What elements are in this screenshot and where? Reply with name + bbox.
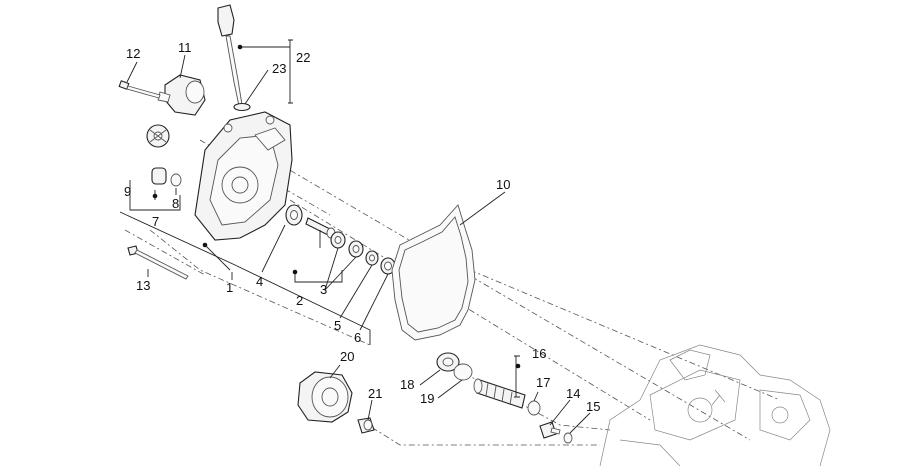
label-18: 18 xyxy=(400,377,414,392)
label-13: 13 xyxy=(136,278,150,293)
label-14: 14 xyxy=(566,386,580,401)
label-23: 23 xyxy=(272,61,286,76)
dipstick xyxy=(217,4,251,112)
oil-filter xyxy=(297,371,353,423)
label-10: 10 xyxy=(496,177,510,192)
label-11: 11 xyxy=(178,40,192,55)
bushing xyxy=(151,167,182,187)
bearing-4 xyxy=(285,204,303,226)
label-3: 3 xyxy=(320,282,327,297)
long-bolt xyxy=(127,245,189,280)
gasket xyxy=(391,204,476,341)
label-17: 17 xyxy=(536,375,550,390)
filter-cap xyxy=(436,352,473,381)
bearings-3 xyxy=(330,231,364,258)
shaft xyxy=(305,217,336,239)
washer-seal xyxy=(365,250,396,275)
sensor xyxy=(539,421,573,444)
label-12: 12 xyxy=(126,46,140,61)
leader-lines xyxy=(119,39,591,434)
bolt-12 xyxy=(118,80,161,99)
pump-rotor xyxy=(146,124,170,148)
label-19: 19 xyxy=(420,391,434,406)
engine-assembly xyxy=(599,344,831,466)
filter-nipple xyxy=(357,417,375,434)
label-21: 21 xyxy=(368,386,382,401)
label-6: 6 xyxy=(354,330,361,345)
mesh-filter xyxy=(473,378,526,409)
label-1: 1 xyxy=(226,280,233,295)
label-4: 4 xyxy=(256,274,263,289)
cover-housing xyxy=(194,111,293,241)
label-15: 15 xyxy=(586,399,600,414)
label-9: 9 xyxy=(124,184,131,199)
o-ring-17 xyxy=(527,400,541,416)
label-7: 7 xyxy=(152,214,159,229)
label-5: 5 xyxy=(334,318,341,333)
gauge-cover xyxy=(157,74,206,116)
label-8: 8 xyxy=(172,196,179,211)
label-20: 20 xyxy=(340,349,354,364)
label-16: 16 xyxy=(532,346,546,361)
label-2: 2 xyxy=(296,293,303,308)
part-labels: 1 2 3 4 5 6 7 8 9 10 11 12 13 14 15 16 1… xyxy=(124,40,600,414)
label-22: 22 xyxy=(296,50,310,65)
